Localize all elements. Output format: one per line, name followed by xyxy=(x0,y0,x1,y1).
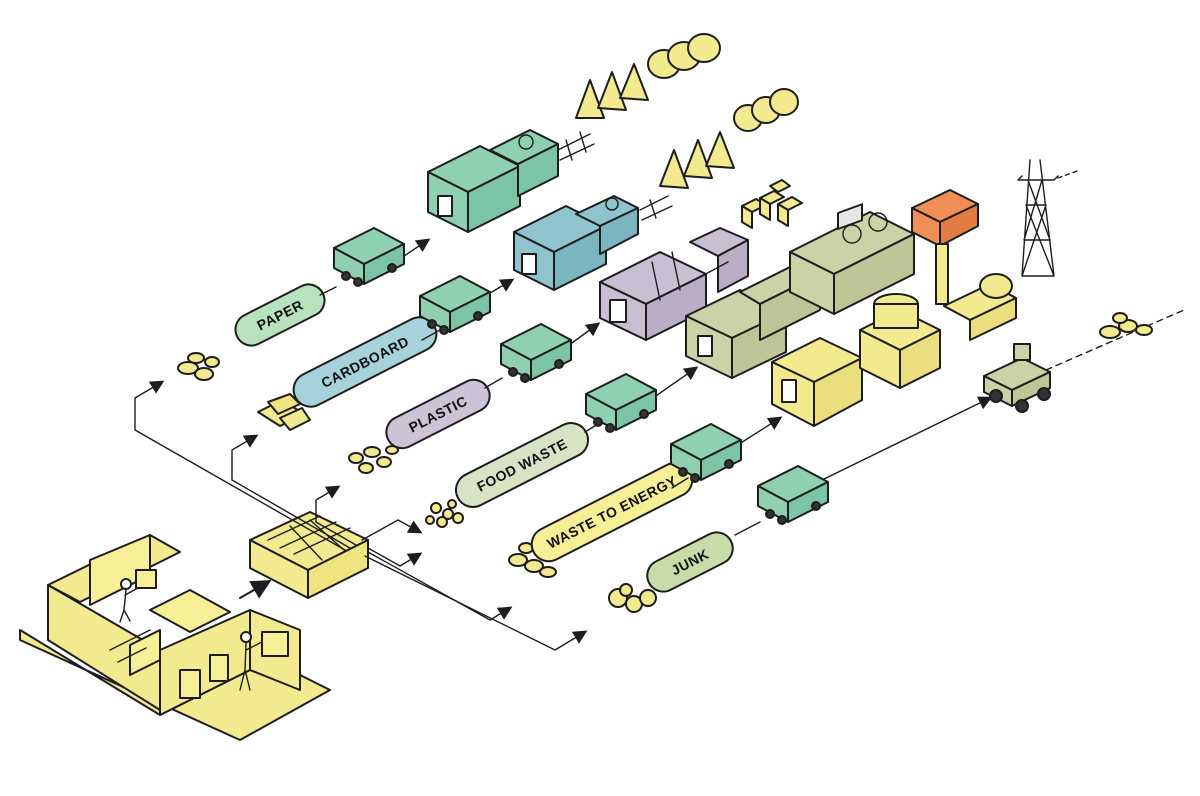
paper-pile xyxy=(177,352,220,381)
label-waste-to-energy: WASTE TO ENERGY xyxy=(530,461,694,563)
worker-figure-1 xyxy=(119,569,157,623)
junk-loader xyxy=(983,343,1051,413)
truck-plastic xyxy=(500,323,572,383)
truck-waste-to-energy xyxy=(670,423,742,483)
label-food-waste: FOOD WASTE xyxy=(454,422,590,508)
plastic-pile xyxy=(348,445,399,474)
junk-trail-line xyxy=(1045,309,1185,371)
stream-labels: PAPER CARDBOARD PLASTIC FOOD WASTE WASTE… xyxy=(234,283,734,593)
paper-processing-line xyxy=(427,33,721,233)
label-paper: PAPER xyxy=(234,283,326,347)
garbage-trucks xyxy=(333,227,829,525)
label-plastic-capsule xyxy=(385,378,491,450)
to-sorting-arrow xyxy=(239,580,272,599)
label-waste-to-energy-text: WASTE TO ENERGY xyxy=(544,472,679,551)
energy-generation-plant xyxy=(771,273,1017,427)
truck-paper xyxy=(333,227,405,287)
truck-cardboard xyxy=(419,275,491,335)
distribution-network xyxy=(134,380,588,651)
waste-piles xyxy=(177,352,657,613)
source-building xyxy=(19,534,331,741)
junk-pile xyxy=(608,583,657,613)
cardboard-pile xyxy=(257,393,311,431)
label-plastic: PLASTIC xyxy=(385,378,491,450)
truck-food-waste xyxy=(585,373,657,433)
label-junk: JUNK xyxy=(646,531,734,593)
power-pylon xyxy=(1017,159,1081,277)
sorting-bin xyxy=(249,511,369,599)
label-food-waste-capsule xyxy=(454,422,590,508)
plastic-processing-line xyxy=(599,179,803,341)
truck-junk xyxy=(757,465,829,525)
food-waste-plant xyxy=(685,189,979,379)
junk-heap xyxy=(1099,312,1153,339)
label-cardboard: CARDBOARD xyxy=(292,316,438,408)
cardboard-processing-line xyxy=(513,88,799,291)
label-junk-capsule xyxy=(646,531,734,593)
food-waste-pile xyxy=(425,499,464,528)
worker-figure-2 xyxy=(239,631,289,691)
energy-waste-pile xyxy=(508,542,557,578)
